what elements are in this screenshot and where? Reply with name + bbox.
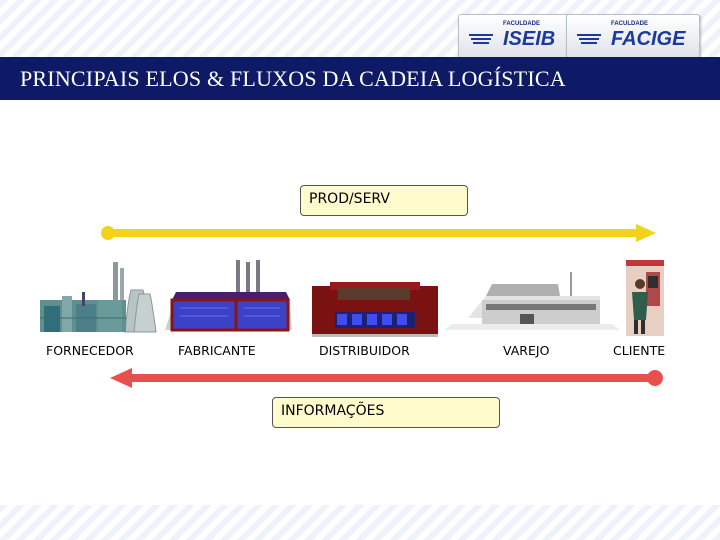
supplier-power-plant-icon	[40, 262, 157, 333]
product-flow-arrow	[101, 224, 656, 242]
iseib-logo: FACULDADE ISEIB	[458, 14, 570, 58]
node-label-customer: CLIENTE	[613, 343, 666, 358]
logo-swoosh-icon	[469, 34, 493, 44]
logo-small-text: FACULDADE	[503, 21, 540, 27]
title-bar	[0, 57, 720, 100]
distributor-warehouse-icon	[312, 282, 438, 337]
information-flow-label: INFORMAÇÕES	[272, 397, 500, 428]
product-service-flow-label: PROD/SERV	[300, 185, 468, 216]
product-flow-start-dot	[101, 226, 115, 240]
node-label-manufacturer: FABRICANTE	[178, 343, 256, 358]
logo-swoosh-icon	[577, 34, 601, 44]
logo-name: FACIGE	[611, 28, 686, 50]
node-label-retail: VAREJO	[503, 343, 550, 358]
information-flow-arrow	[110, 368, 663, 388]
information-flow-arrowhead	[110, 368, 132, 388]
product-flow-arrowhead	[636, 224, 656, 242]
manufacturer-factory-icon	[165, 260, 292, 332]
logo-name: ISEIB	[503, 28, 556, 50]
logo-small-text: FACULDADE	[611, 21, 648, 27]
node-label-distributor: DISTRIBUIDOR	[319, 343, 410, 358]
information-flow-start-dot	[647, 370, 663, 386]
footer-pattern	[0, 505, 720, 540]
page-title: PRINCIPAIS ELOS & FLUXOS DA CADEIA LOGÍS…	[20, 66, 566, 91]
retail-building-icon	[444, 272, 620, 330]
facige-logo: FACULDADE FACIGE	[566, 14, 700, 58]
customer-atm-icon	[626, 260, 664, 336]
node-label-supplier: FORNECEDOR	[46, 343, 134, 358]
